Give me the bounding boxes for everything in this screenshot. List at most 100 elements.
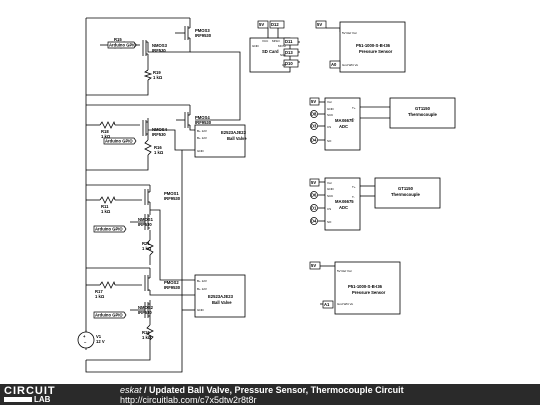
pressure-1-name: Pressure Sensor xyxy=(359,49,393,54)
gpio-tag-2-label: Arduino GPIO xyxy=(105,139,133,144)
circuit-url[interactable]: http://circuitlab.com/c7x5dtw2r8t8r xyxy=(120,395,257,405)
ball-valve-1-name: Ball Valve xyxy=(227,136,247,141)
adc-2-name: ADC xyxy=(339,205,348,210)
ball-valve-1-pin3: GND xyxy=(197,149,205,153)
ball-valve-1: B+ 12V B+ 12V GND E2523AJE23 Ball Valve xyxy=(194,124,247,158)
thermocouple-2-part: GT1150 xyxy=(398,186,414,191)
transistor-q3-part: IRF9530 xyxy=(195,120,212,125)
thermocouple-2-name: Thermocouple xyxy=(391,192,421,197)
resistor-r8: R16 1 kΩ xyxy=(142,324,154,341)
transistor-q3: PMOS4 IRF9530 xyxy=(176,112,212,128)
sd-pin-cs: CS xyxy=(282,63,286,67)
title-separator: / xyxy=(141,385,150,395)
sd-tag-d12: D12 xyxy=(271,22,279,27)
sd-pin-sck: SCK xyxy=(280,53,286,57)
adc-1-part: MAX6675 xyxy=(335,118,354,123)
sd-pin-gnd: GND xyxy=(252,44,260,48)
sd-tag-d10: D10 xyxy=(285,61,293,66)
pressure-1-tag-a0: A0 xyxy=(331,62,337,67)
circuitlab-logo[interactable]: CIRCUIT LAB xyxy=(4,385,90,404)
logo-bar-icon xyxy=(4,397,32,402)
resistor-r5-value: 1 kΩ xyxy=(101,209,111,214)
transistor-q5: PMOS1 IRF9530 xyxy=(144,189,181,205)
gpio-tag-4: Arduino GPIO xyxy=(93,311,127,319)
transistor-q5-name: PMOS1 xyxy=(164,191,179,196)
transistor-q4: NMOS4 IRF530 xyxy=(142,120,168,137)
ball-valve-2-pin2: B+ 12V xyxy=(197,287,207,291)
adc-2-pin-cs: CS xyxy=(327,207,331,211)
gpio-tag-3: Arduino GPIO xyxy=(93,225,127,233)
resistor-r7-name: R17 xyxy=(95,289,103,294)
adc-1-pin-gnd: GND xyxy=(327,107,335,111)
transistor-q6-part: IRF530 xyxy=(138,222,152,227)
transistor-q7-name: PMOS2 xyxy=(164,280,179,285)
adc-2-tag-5v: 5V xyxy=(311,180,316,185)
adc-1-pin-vcc: Vcc xyxy=(327,100,333,104)
adc-2-tag-d4: D4 xyxy=(311,219,317,224)
transistor-q1-name: PMOS3 xyxy=(195,28,210,33)
gpio-tag-2: Arduino GPIO xyxy=(103,137,137,145)
transistor-q4-name: NMOS4 xyxy=(152,127,168,132)
author-name[interactable]: eskat xyxy=(120,385,142,395)
resistor-r2: R19 1 kΩ xyxy=(143,69,163,81)
resistor-r4: R16 1 kΩ xyxy=(144,139,164,156)
pressure-1-pin-bottom: Gnd Wht Vo xyxy=(342,63,359,67)
battery-v1-name: V1 xyxy=(96,334,102,339)
pressure-2-tag-5v: 5V xyxy=(311,263,316,268)
gpio-tag-1-label: Arduino GPIO xyxy=(109,43,137,48)
pressure-sensor-2: 5V A1 5V Ref Vcc Gnd Wht Vo P51-1000-S-B… xyxy=(309,261,401,315)
transistor-q6-name: NMOS1 xyxy=(138,217,154,222)
ball-valve-2-name: Ball Valve xyxy=(212,300,232,305)
pressure-2-pin-bottom: Gnd Wht Vo xyxy=(337,302,354,306)
ball-valve-1-pin1: B+ 12V xyxy=(197,129,207,133)
pressure-2-name: Pressure Sensor xyxy=(352,290,386,295)
resistor-r3-value: 1 kΩ xyxy=(101,134,111,139)
resistor-r6-value: 1 kΩ xyxy=(142,246,152,251)
thermocouple-2: GT1150 Thermocouple xyxy=(374,177,441,209)
circuit-title-line: eskat / Updated Ball Valve, Pressure Sen… xyxy=(120,385,404,395)
resistor-r5-name: R11 xyxy=(101,204,109,209)
transistor-q3-name: PMOS4 xyxy=(195,115,210,120)
adc-2-tag-d6: D6 xyxy=(311,193,317,198)
resistor-r3-name: R18 xyxy=(101,129,109,134)
battery-v1: + − V1 12 V xyxy=(77,331,105,349)
resistor-r1-name: R15 xyxy=(114,37,122,42)
adc-2: 5V D6 D1 D4 Vcc GND SCK CS SO T+ T- MAX6… xyxy=(309,177,361,231)
adc-1-pin-cs: CS xyxy=(327,125,331,129)
adc-1-name: ADC xyxy=(339,124,348,129)
adc-1-tag-5v: 5V xyxy=(311,99,316,104)
thermocouple-1-part: GT1150 xyxy=(415,106,431,111)
resistor-r8-name: R16 xyxy=(142,330,150,335)
logo-text-bottom: LAB xyxy=(34,395,51,404)
resistor-r6: R21 1 kΩ xyxy=(142,239,154,256)
sd-tag-d13: D13 xyxy=(285,50,293,55)
sd-card-name: SD Card xyxy=(262,49,279,54)
resistor-r8-value: 1 kΩ xyxy=(142,335,152,340)
adc-1-pin-tminus: T- xyxy=(352,117,355,121)
ball-valve-2-part: E2523AJE23 xyxy=(208,294,234,299)
adc-2-pin-gnd: GND xyxy=(327,187,335,191)
resistor-r4-name: R16 xyxy=(154,145,162,150)
pressure-1-pin-top: 5V Ref Vcc xyxy=(342,31,358,35)
gpio-tag-1: Arduino GPIO xyxy=(107,41,137,49)
transistor-q7: PMOS2 IRF9530 xyxy=(144,275,181,291)
svg-text:−: − xyxy=(84,340,87,345)
ball-valve-1-pin2: B+ 12V xyxy=(197,136,207,140)
transistor-q6: NMOS1 IRF530 xyxy=(130,214,154,230)
transistor-q1: PMOS3 IRF9530 xyxy=(175,26,212,40)
transistor-q2-part: IRF530 xyxy=(152,48,166,53)
adc-2-pin-tplus: T+ xyxy=(352,185,356,189)
logo-text-top: CIRCUIT xyxy=(4,385,56,397)
sd-pin-miso: MISO xyxy=(272,39,280,43)
sd-tag-d11: D11 xyxy=(285,39,293,44)
adc-2-pin-vcc: Vcc xyxy=(327,181,333,185)
adc-1-tag-d3: D3 xyxy=(311,124,317,129)
transistor-q8: NMOS2 IRF530 xyxy=(130,302,154,318)
pressure-2-pin-top: 5V Ref Vcc xyxy=(337,269,353,273)
pressure-2-tag-a1: A1 xyxy=(324,302,330,307)
pressure-1-tag-5v: 5V xyxy=(317,22,322,27)
pressure-2-part: P51-1000-S-B-I36 xyxy=(348,284,383,289)
transistor-q1-part: IRF9530 xyxy=(195,33,212,38)
resistor-r6-name: R21 xyxy=(142,241,150,246)
circuit-title: Updated Ball Valve, Pressure Sensor, The… xyxy=(149,385,404,395)
